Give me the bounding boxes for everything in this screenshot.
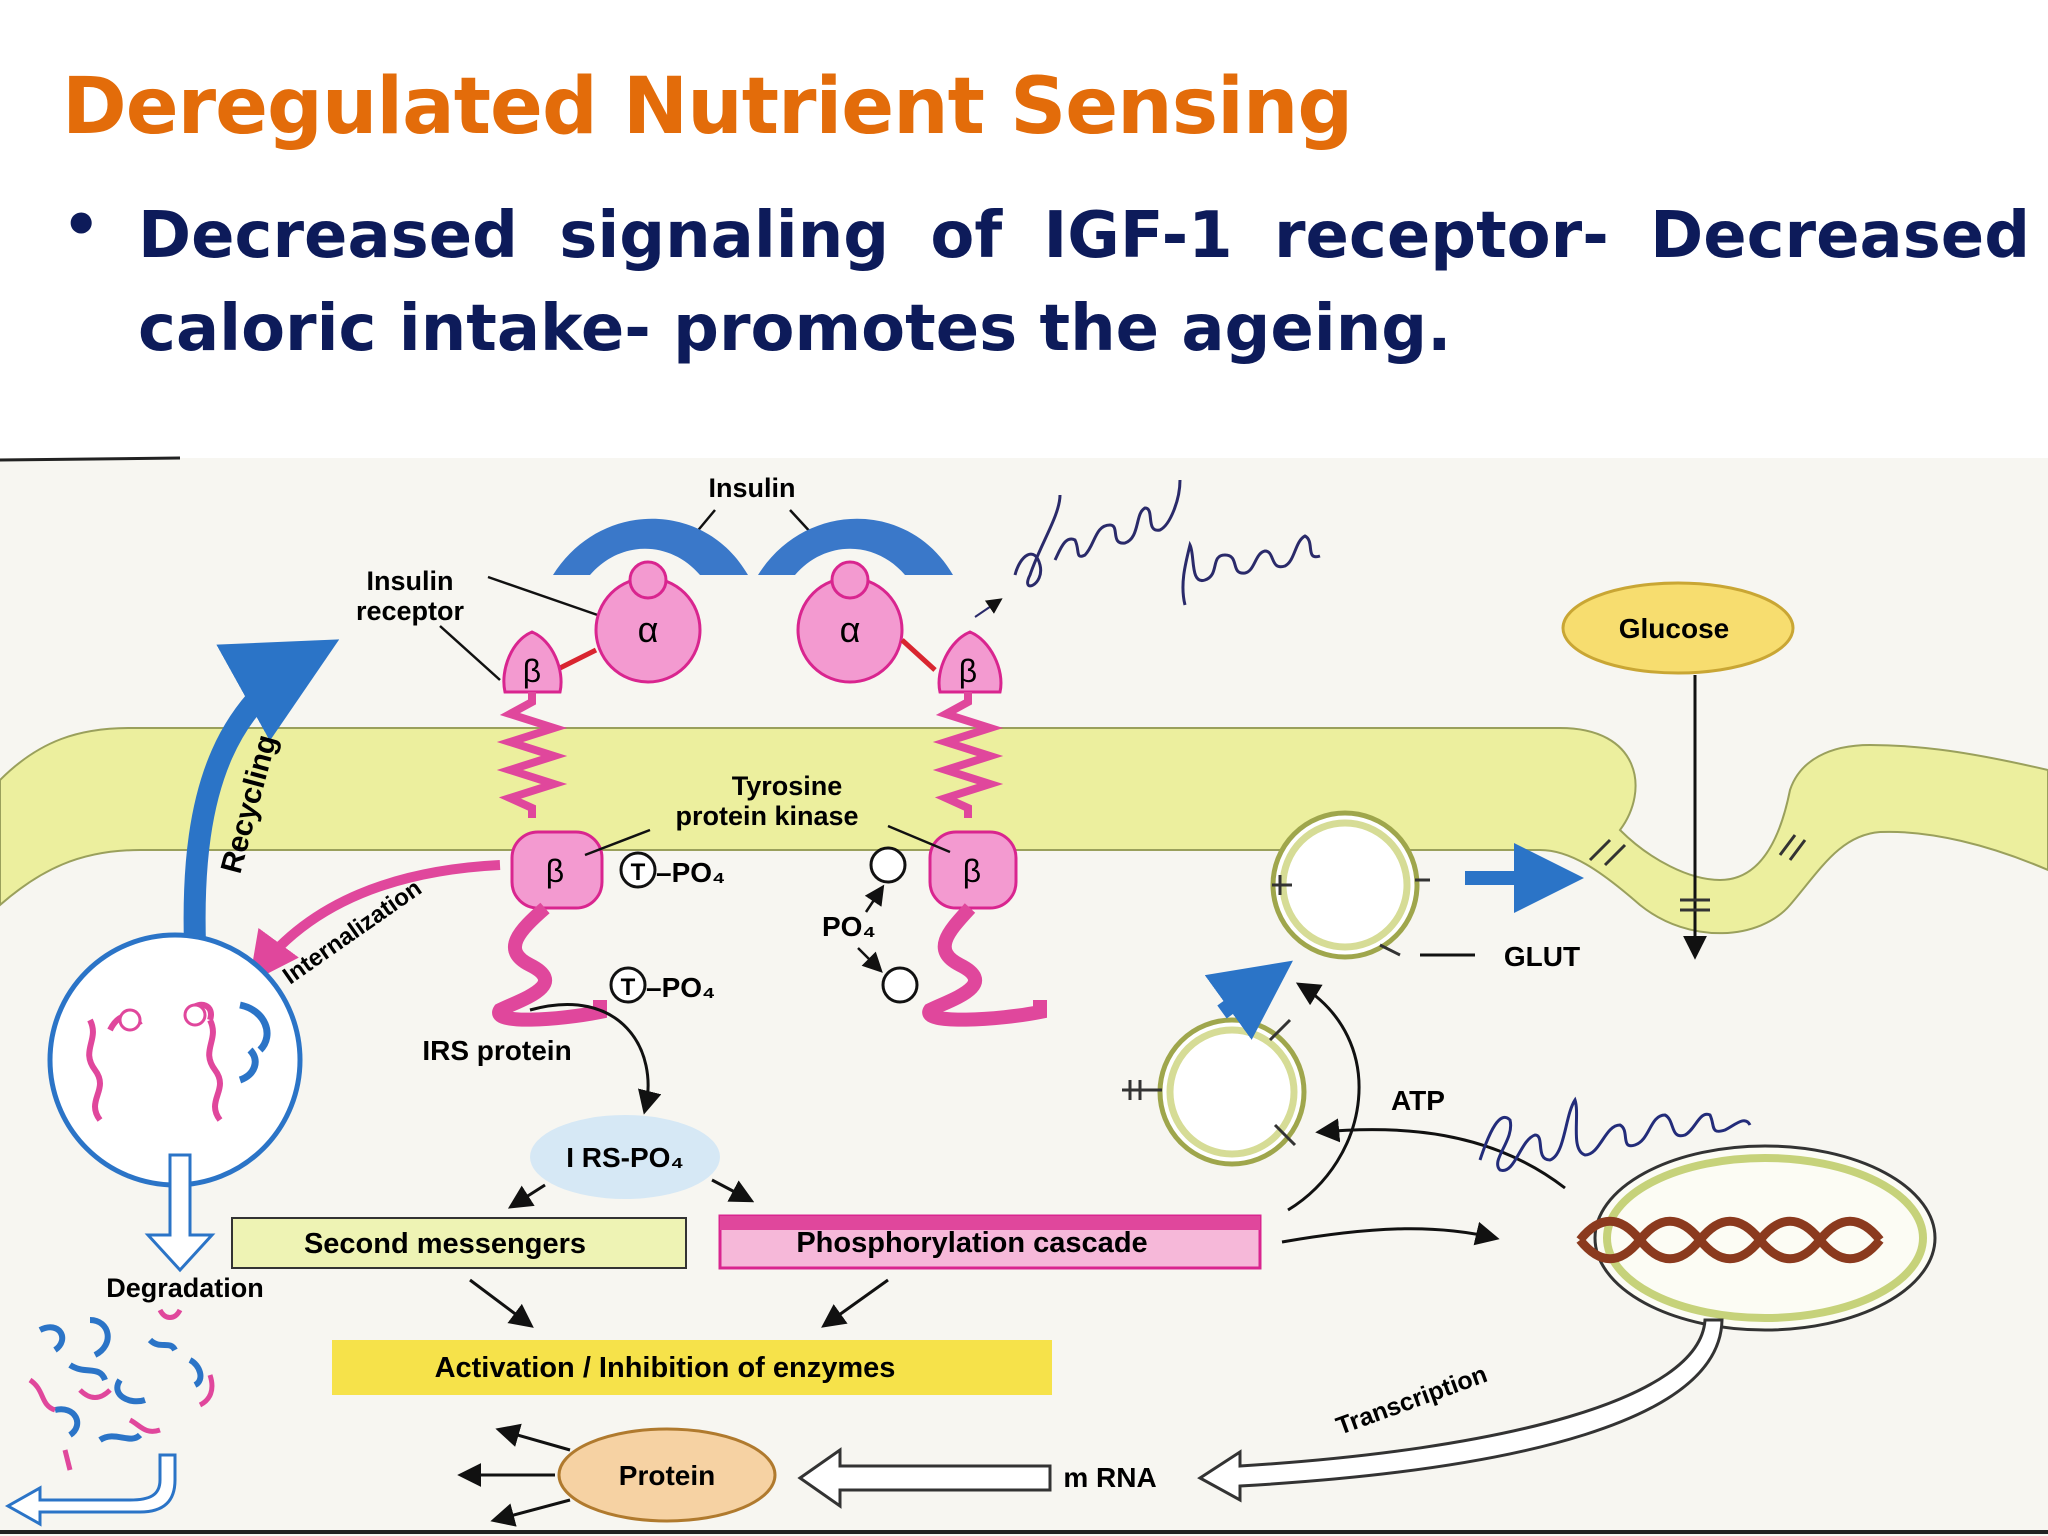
phosphate-arrow-down (857, 947, 883, 973)
phosphate-label-2: –PO₄ (646, 972, 715, 1003)
irs-po4-label: I RS-PO₄ (566, 1142, 684, 1173)
beta-label-top-left: β (523, 653, 541, 689)
protein-label: Protein (619, 1460, 715, 1491)
nucleus-to-vesicle-arrow (1315, 1118, 1566, 1190)
insulin-receptor-right: α β β (796, 560, 1047, 1027)
slide-title: Deregulated Nutrient Sensing (62, 62, 1353, 152)
figure-top-border (0, 456, 181, 462)
degraded-fragments-pink (28, 1308, 215, 1471)
beta-kinase-left (510, 830, 604, 910)
mrna-to-protein-arrow (797, 1447, 1052, 1509)
tyrosine-kinase-label-line2: protein kinase (675, 801, 858, 831)
receptor-pointer-alpha (487, 575, 613, 622)
atp-label: ATP (1391, 1085, 1445, 1116)
degradation-arrow (144, 1153, 216, 1273)
second-messengers-label: Second messengers (304, 1228, 586, 1260)
alpha-label-left: α (638, 609, 659, 650)
irs-to-cascade-arrow (711, 1178, 755, 1203)
cascade-to-activation-arrow (821, 1278, 889, 1328)
phosphate-arrow-up (864, 884, 885, 913)
recycling-arrow (183, 639, 340, 946)
glucose-label: Glucose (1619, 613, 1729, 644)
insulin-receptor-label-line1: Insulin (367, 566, 454, 596)
protein-oval (557, 1427, 777, 1523)
cytoplasmic-tail-left (492, 902, 607, 1027)
insulin-signaling-diagram: Insulin Insulin receptor α β β α β β Tyr… (0, 456, 2048, 1536)
free-site-bottom (881, 966, 919, 1004)
glut-label: GLUT (1504, 941, 1580, 972)
membrane-glut-transporters (1588, 834, 1807, 912)
activation-label: Activation / Inhibition of enzymes (435, 1352, 896, 1384)
vesicle-move-arrow (1204, 960, 1293, 1040)
activation-box (332, 1340, 1052, 1395)
cascade-to-vesicle-arrow (1287, 982, 1361, 1212)
bullet-dot: • (62, 190, 101, 260)
degradation-outflow-arrow (4, 1453, 177, 1527)
disulfide-annotation-arrow (974, 598, 1003, 618)
tyrosine-circle-1 (619, 851, 657, 889)
protein-out-arrow-1 (495, 1423, 571, 1452)
phosphate-label-1: –PO₄ (656, 857, 725, 888)
dna-double-helix (1576, 1216, 1884, 1264)
second-to-activation-arrow (469, 1278, 534, 1328)
kinase-pointer-right (887, 824, 951, 854)
bullet-text: Decreased signaling of IGF-1 receptor- D… (138, 199, 2030, 366)
glut-vesicle-lower (1157, 1017, 1307, 1167)
irs-po4-blob (530, 1115, 720, 1199)
internalization-arrow (249, 860, 501, 984)
insulin-molecule-right (758, 518, 953, 575)
glut-transporters-upper (1272, 875, 1430, 957)
tyrosine-t-1: T (631, 859, 646, 886)
beta-subunit-top-right (937, 630, 1003, 694)
cascade-to-nucleus-arrow (1281, 1221, 1500, 1246)
handwritten-synthesis (1478, 1096, 1752, 1172)
degraded-fragments (38, 1317, 204, 1443)
beta-label-mid-right: β (963, 853, 981, 889)
alpha-label-right: α (840, 609, 861, 650)
transmembrane-coil-left (496, 692, 568, 818)
insulin-molecule-left (553, 518, 748, 575)
free-phosphate-label: PO₄ (822, 911, 876, 942)
beta-label-top-right: β (959, 653, 977, 689)
beta-label-mid-left: β (546, 853, 564, 889)
transcription-arrow (1197, 1318, 1724, 1503)
protein-out-arrow-3 (490, 1498, 571, 1527)
transmembrane-coil-right (932, 692, 1004, 818)
mrna-label: m RNA (1063, 1462, 1156, 1493)
handwritten-disulfide-bond (1013, 479, 1321, 606)
beta-subunit-top-left (502, 630, 563, 694)
glucose-oval (1561, 581, 1795, 675)
disulfide-bond-left (558, 647, 598, 671)
degradation-label: Degradation (106, 1273, 264, 1303)
second-messengers-box (231, 1217, 687, 1269)
endosome-insulin-fragments (238, 1001, 271, 1084)
insulin-receptor-left: α β β (492, 560, 702, 1027)
phosphorylation-cascade-label: Phosphorylation cascade (796, 1227, 1147, 1259)
insulin-label: Insulin (709, 473, 796, 503)
free-site-top (869, 846, 907, 884)
irs-arrow (529, 1003, 662, 1115)
tyrosine-kinase-label-line1: Tyrosine (732, 771, 843, 801)
kinase-pointer-left (584, 828, 651, 857)
receptor-pointer-beta (439, 625, 501, 681)
glut-transporters-lower (1122, 1018, 1297, 1147)
tyrosine-t-2: T (621, 974, 636, 1001)
insulin-receptor-label-line2: receptor (356, 596, 465, 626)
irs-to-second-arrow (507, 1183, 546, 1209)
tyrosine-circle-2 (609, 966, 647, 1004)
beta-kinase-right (928, 830, 1018, 910)
disulfide-bond-right (900, 638, 937, 672)
irs-protein-label: IRS protein (422, 1035, 571, 1066)
cell-membrane (0, 727, 2048, 935)
cytoplasmic-tail-right (922, 903, 1047, 1027)
glut-vesicle-upper (1270, 810, 1420, 960)
